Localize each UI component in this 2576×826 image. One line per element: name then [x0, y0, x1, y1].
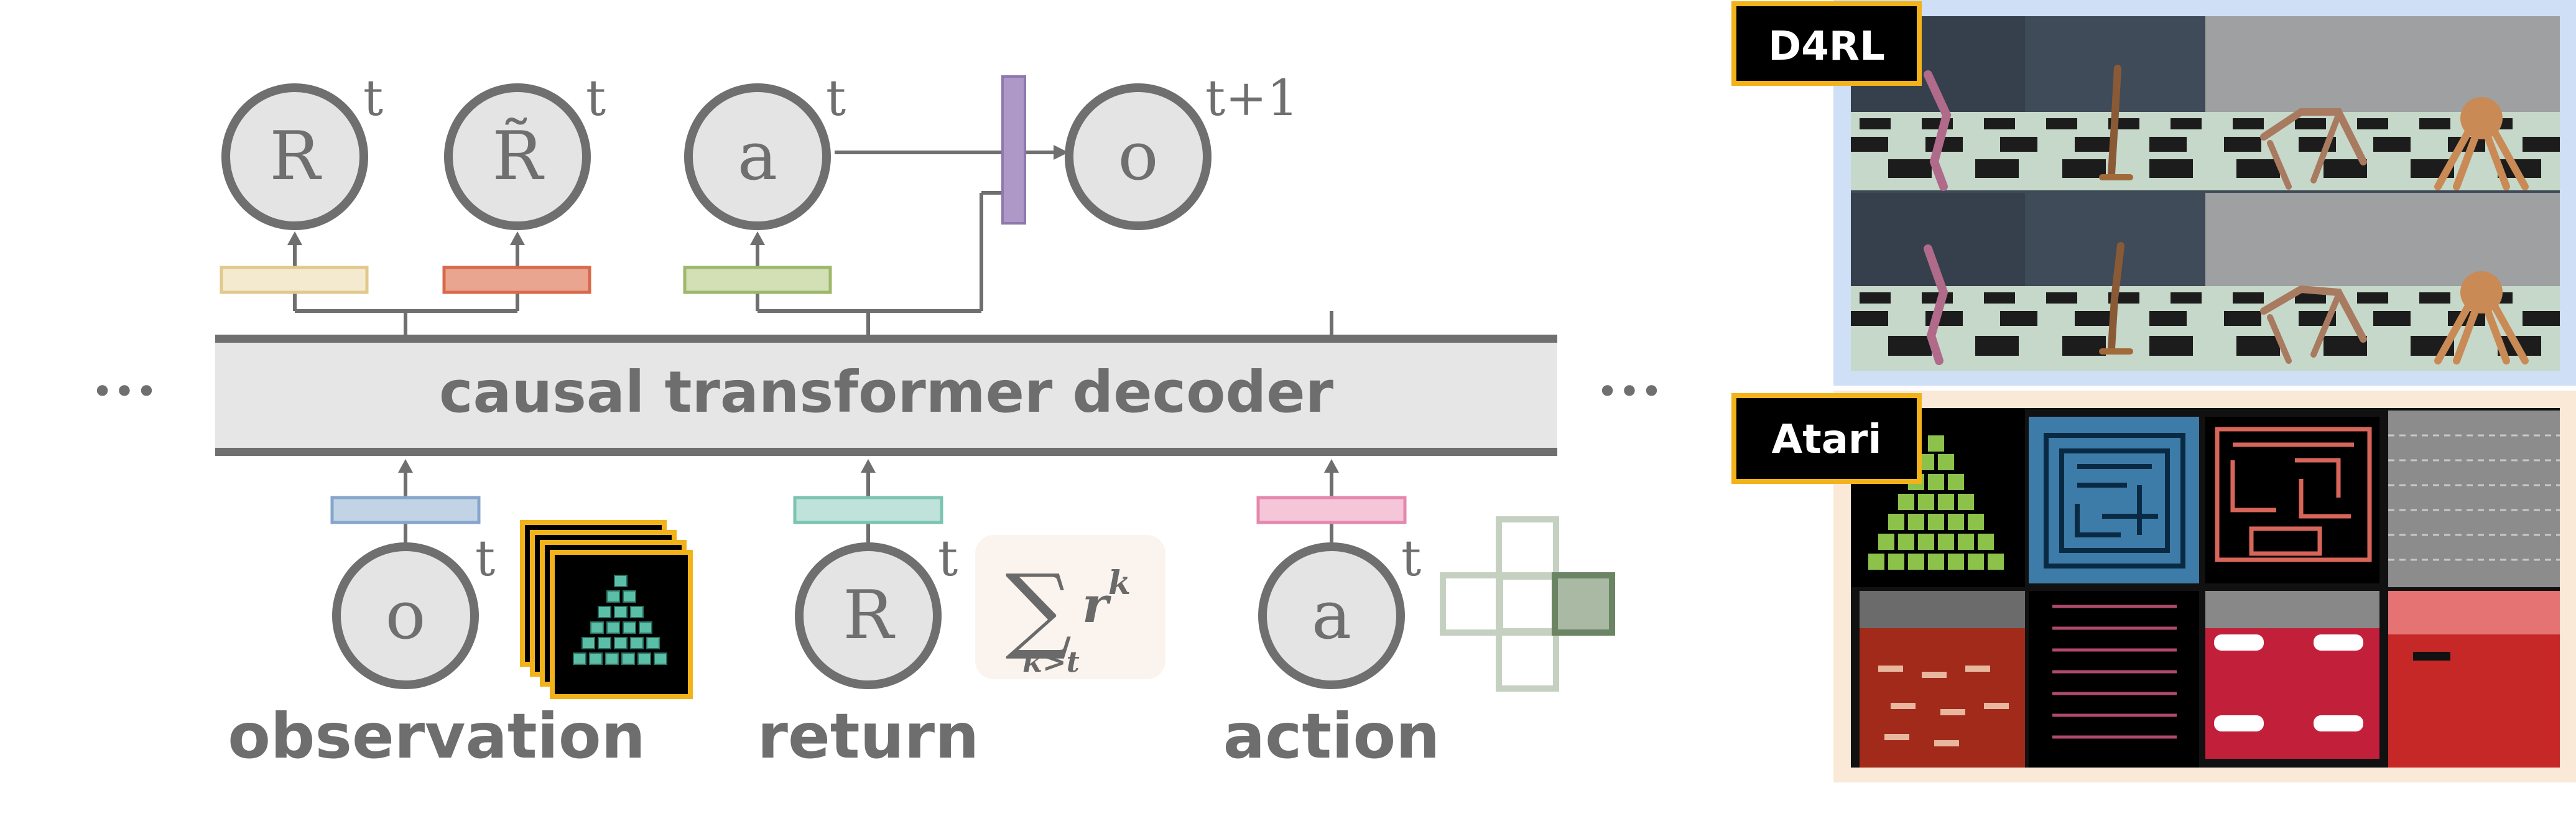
svg-text:a: a	[1312, 577, 1351, 654]
return-sum-formula: ∑ r k k>t	[975, 535, 1165, 679]
svg-text:t: t	[938, 529, 958, 587]
svg-text:t: t	[826, 69, 846, 127]
output-node-o-next: o t+1	[1065, 69, 1299, 230]
input-connectors	[404, 471, 1333, 542]
svg-text:t: t	[475, 529, 495, 587]
output-connectors	[293, 151, 1333, 335]
proj-bar-R-in	[793, 496, 943, 524]
d4rl-badge: D4RL	[1731, 1, 1922, 86]
decoder-label: causal transformer decoder	[439, 359, 1334, 425]
caption-action: action	[1223, 700, 1440, 773]
svg-text:k: k	[1108, 564, 1131, 602]
input-node-a: a t	[1258, 529, 1421, 689]
atari-tile-red-ground	[1860, 591, 2025, 768]
svg-text:t: t	[363, 69, 383, 127]
arrowheads-bottom	[398, 459, 1339, 473]
arrowheads-top	[287, 145, 1068, 245]
d4rl-robots	[1924, 65, 2529, 365]
atari-tile-freeway	[2388, 411, 2560, 587]
svg-text:R: R	[843, 577, 895, 654]
action-dpad-icon	[1440, 516, 1615, 692]
decoder-block: causal transformer decoder	[215, 335, 1557, 456]
svg-text:Atari: Atari	[1772, 417, 1882, 463]
ellipsis-left: •••	[91, 370, 157, 414]
proj-bar-a-in	[1256, 496, 1407, 524]
svg-text:k>t: k>t	[1022, 645, 1080, 679]
svg-text:t+1: t+1	[1205, 69, 1299, 127]
caption-observation: observation	[228, 700, 646, 773]
output-node-Rtilde: R̃ t	[444, 69, 606, 230]
atari-tile-red-sky	[2205, 591, 2379, 759]
atari-tile-maze-blue	[2029, 417, 2199, 583]
svg-text:R: R	[269, 118, 322, 195]
output-node-R: R t	[221, 69, 383, 230]
proj-bar-Rtilde	[442, 266, 591, 294]
svg-text:r: r	[1082, 575, 1111, 634]
proj-bar-R	[220, 266, 369, 294]
atari-tile-maze-red	[2205, 417, 2379, 583]
obs-proj-bar	[1001, 75, 1026, 225]
input-node-o: o t	[332, 529, 495, 689]
output-node-a: a t	[684, 69, 846, 230]
svg-text:a: a	[738, 118, 777, 195]
svg-text:∑: ∑	[1005, 555, 1072, 663]
caption-return: return	[758, 700, 980, 773]
observation-frames-icon	[520, 520, 693, 699]
svg-text:o: o	[385, 577, 425, 654]
atari-badge: Atari	[1731, 393, 1922, 484]
atari-tile-ladders	[2029, 591, 2199, 768]
input-node-R: R t	[795, 529, 958, 689]
svg-text:D4RL: D4RL	[1768, 24, 1885, 70]
proj-bar-o-in	[330, 496, 481, 524]
atari-panel	[1833, 391, 2576, 782]
atari-tile-seaquest	[2388, 591, 2560, 768]
proj-bar-a-out	[683, 266, 832, 294]
svg-text:t: t	[586, 69, 606, 127]
svg-text:t: t	[1401, 529, 1421, 587]
svg-text:o: o	[1118, 118, 1158, 195]
ellipsis-right: •••	[1596, 370, 1662, 414]
d4rl-panel	[1833, 0, 2576, 386]
svg-text:R̃: R̃	[492, 116, 544, 195]
